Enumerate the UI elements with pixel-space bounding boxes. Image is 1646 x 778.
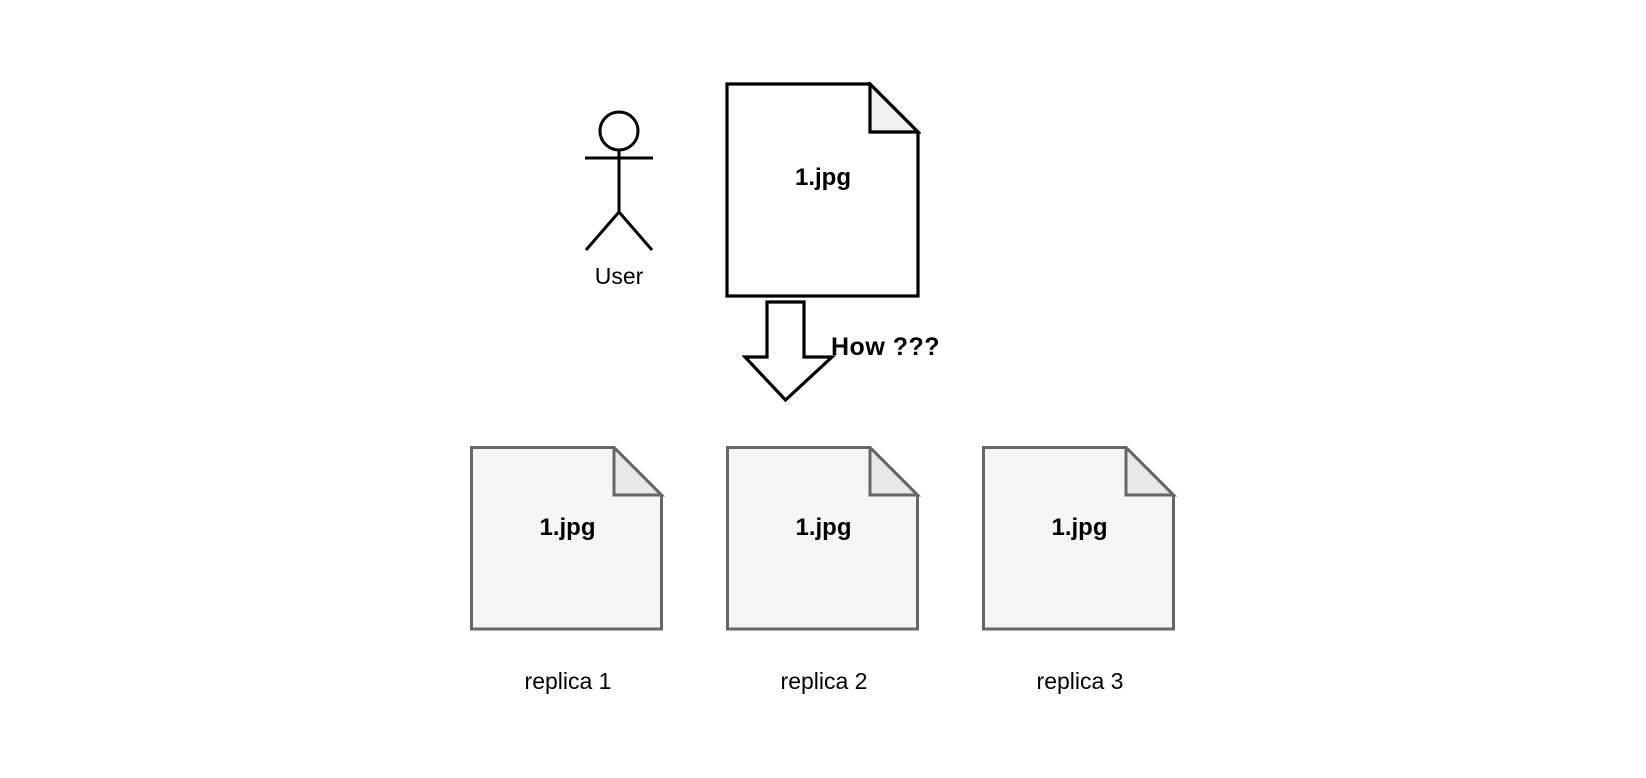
file-icon bbox=[726, 446, 921, 631]
down-block-arrow-icon bbox=[742, 300, 837, 402]
source-file-document: 1.jpg bbox=[725, 82, 921, 301]
file-icon bbox=[725, 82, 921, 298]
user-label: User bbox=[594, 263, 644, 289]
replica-caption-1: replica 1 bbox=[524, 668, 612, 694]
source-file-name: 1.jpg bbox=[794, 164, 851, 191]
replica-file-name-2: 1.jpg bbox=[795, 514, 852, 541]
replica-file-name-1: 1.jpg bbox=[539, 514, 596, 541]
how-annotation: How ??? bbox=[831, 333, 941, 361]
replica-document-3: 1.jpg bbox=[982, 446, 1177, 631]
user-actor bbox=[565, 100, 675, 260]
replica-file-name-3: 1.jpg bbox=[1051, 514, 1108, 541]
replica-caption-2: replica 2 bbox=[780, 668, 868, 694]
file-icon bbox=[982, 446, 1177, 631]
stick-figure-user-icon bbox=[584, 110, 654, 251]
replica-caption-3: replica 3 bbox=[1036, 668, 1124, 694]
replica-document-1: 1.jpg bbox=[470, 446, 665, 631]
replica-document-2: 1.jpg bbox=[726, 446, 921, 631]
flow-arrow bbox=[742, 300, 838, 402]
file-icon bbox=[470, 446, 665, 631]
